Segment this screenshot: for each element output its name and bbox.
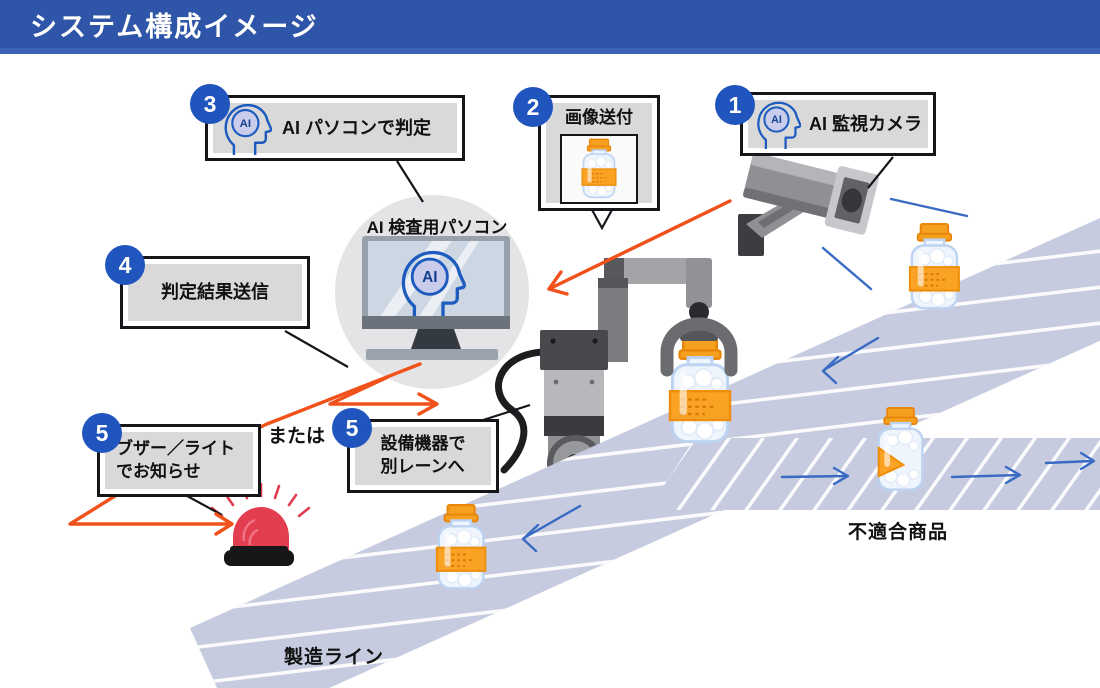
bottle-held-by-robot xyxy=(668,336,732,444)
ai-text: AI xyxy=(422,269,437,286)
defective-product-label: 不適合商品 xyxy=(848,522,949,543)
step-box-image-send: 2 画像送付 xyxy=(513,87,660,211)
bottle-photo-frame xyxy=(560,133,638,204)
inspection-pc-caption: AI 検査用パソコン xyxy=(366,218,508,237)
step-number-badge: 4 xyxy=(105,245,145,285)
step-number-badge: 3 xyxy=(190,84,230,124)
ai-brain-icon: AI xyxy=(757,101,801,149)
ai-text: AI xyxy=(240,118,251,130)
step-number-badge: 5 xyxy=(332,408,372,448)
step-label: 画像送付 xyxy=(565,108,633,127)
or-label: または xyxy=(268,426,326,447)
ai-brain-icon: AI xyxy=(401,250,466,320)
bottle-photo-icon xyxy=(581,138,617,199)
bottle-on-belt-top xyxy=(908,222,961,310)
blue-flow-arrows xyxy=(521,197,1096,553)
step-label-line2: でお知らせ xyxy=(116,461,201,481)
step-label: AI パソコンで判定 xyxy=(282,117,432,138)
production-line-label: 製造ライン xyxy=(284,647,385,668)
inspection-pc-illustration: AI xyxy=(335,195,529,389)
header-bar: システム構成イメージ xyxy=(0,0,1100,54)
step-box-equipment-lane: 5 設備機器で 別レーンへ xyxy=(332,408,499,493)
siren-icon xyxy=(210,482,311,566)
step-number-badge: 2 xyxy=(513,87,553,127)
step-label-line1: ブザー／ライト xyxy=(116,438,235,458)
step-label-line1: 設備機器で xyxy=(380,434,466,454)
page-title: システム構成イメージ xyxy=(30,11,319,42)
step-number-badge: 5 xyxy=(82,413,122,453)
robot-gripper xyxy=(660,317,738,377)
step-number-badge: 1 xyxy=(715,85,755,125)
ai-brain-icon: AI xyxy=(224,103,272,155)
step-label: AI 監視カメラ xyxy=(809,113,923,134)
step-label-line2: 別レーンへ xyxy=(380,457,465,476)
step-box-result-send: 4 判定結果送信 xyxy=(105,245,310,329)
surveillance-camera-illustration xyxy=(738,152,879,256)
bottle-on-belt-bottom xyxy=(435,503,487,590)
step-box-buzzer-light: 5 ブザー／ライト でお知らせ xyxy=(82,413,261,497)
step-box-ai-camera: 1 AI AI 監視カメラ xyxy=(715,85,936,156)
step-box-ai-judgement: 3 AI AI パソコンで判定 xyxy=(190,84,465,161)
defective-bottle xyxy=(877,406,924,491)
reject-lane xyxy=(648,438,1100,510)
step-label: 判定結果送信 xyxy=(161,282,269,303)
ai-text: AI xyxy=(771,114,782,126)
